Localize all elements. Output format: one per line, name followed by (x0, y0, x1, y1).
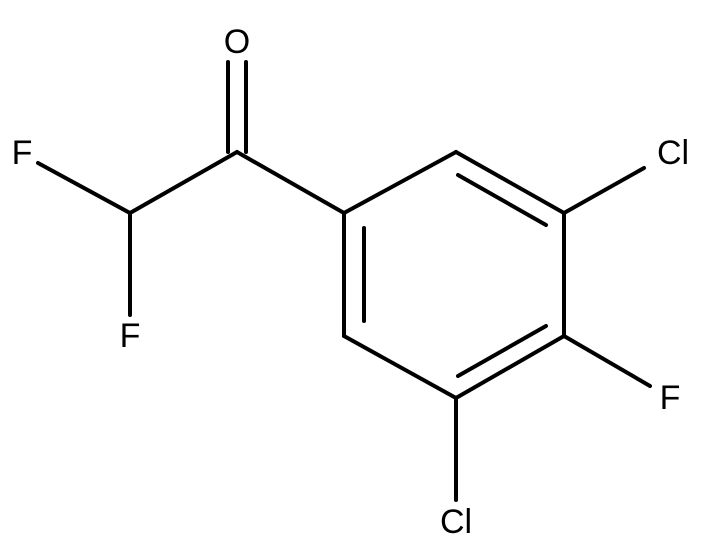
atom-fluorine-bottom: F (120, 317, 141, 355)
bond-ring-f (562, 334, 652, 388)
bond-ring-c2-c3 (454, 150, 566, 215)
bond-ring-inner-c4-c5 (456, 324, 548, 378)
bond-ring-c4-c5 (454, 334, 566, 400)
bond-ring-c1-c2 (342, 150, 458, 215)
atom-oxygen: O (224, 23, 250, 61)
bond-carbonyl-ring (235, 150, 346, 215)
atom-chlorine-bottom: Cl (440, 503, 472, 541)
bond-ring-c5-c6 (342, 334, 458, 400)
bond-carbonyl-chf2 (128, 150, 239, 215)
atom-fluorine-ring: F (660, 379, 681, 417)
bond-chf2-f-top (36, 161, 132, 215)
atom-chlorine-top: Cl (657, 134, 689, 172)
bond-ring-cl-top (562, 166, 646, 215)
bond-ring-inner-c2-c3 (456, 173, 548, 227)
atom-fluorine-top: F (12, 134, 33, 172)
